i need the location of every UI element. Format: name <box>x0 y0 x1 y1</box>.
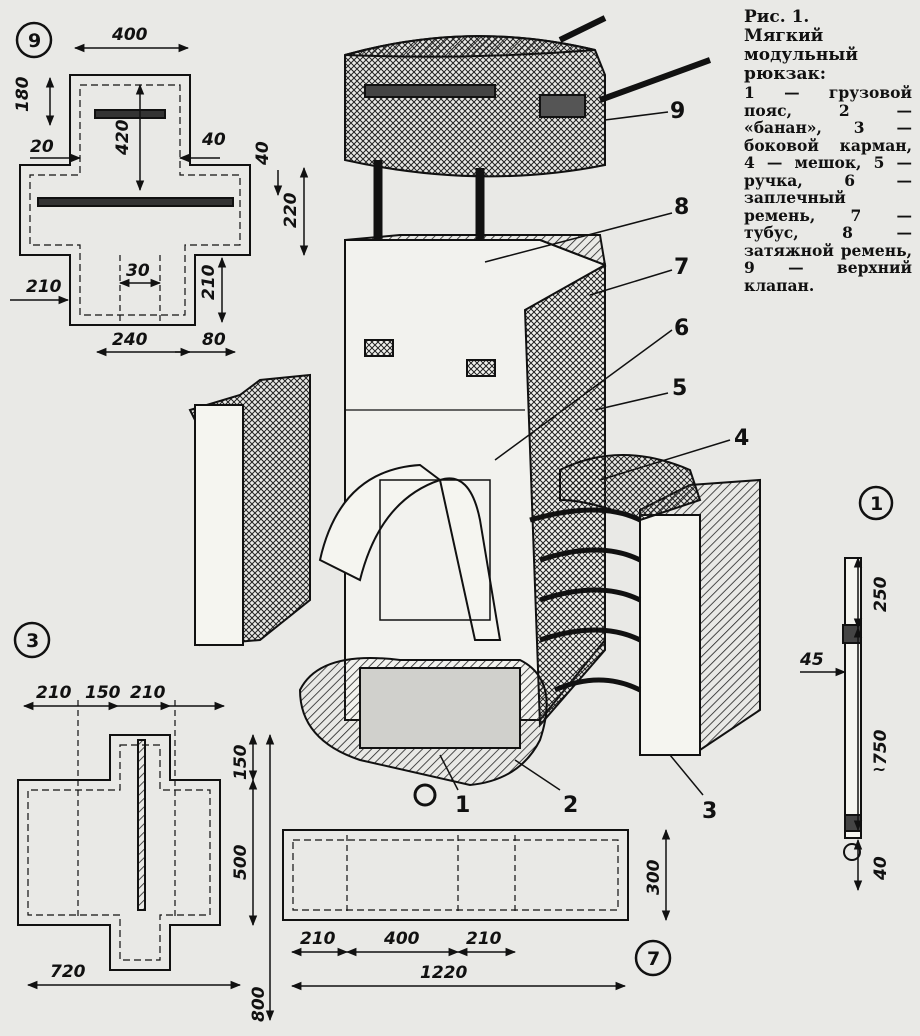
callout-1: 1 <box>455 793 470 818</box>
view-7-dim-center: 400 <box>383 929 420 949</box>
backpack-assembly <box>188 15 761 807</box>
view-3-labels: 3 210 150 210 150 500 720 800 <box>26 630 269 1022</box>
view-3-dim-right: 210 <box>130 683 166 703</box>
view-1-dim-approx: ~ <box>872 760 886 780</box>
callout-8: 8 <box>674 195 689 220</box>
view-1-dim-bottom: 40 <box>871 856 891 881</box>
view-9-labels: 9 400 180 20 420 40 40 220 210 30 210 24… <box>13 25 301 350</box>
view-3-dim-left: 210 <box>36 683 72 703</box>
view-9-dim-right-offset: 40 <box>201 130 226 150</box>
view-3-pocket-pattern <box>13 621 275 1022</box>
callout-7: 7 <box>674 255 689 280</box>
callout-numbers: 1 2 3 4 5 6 7 8 9 <box>455 99 749 824</box>
view-9-dim-side: 40 <box>253 141 273 166</box>
view-1-mark: 1 <box>870 493 883 515</box>
view-7-dim-total: 1220 <box>420 963 467 983</box>
view-3-dim-tab: 150 <box>231 744 251 780</box>
view-3-dim-center: 150 <box>85 683 121 703</box>
view-9-dim-top-height: 180 <box>13 76 33 112</box>
figure-caption: Рис. 1. Мягкий модульный рюкзак: 1 — гру… <box>744 8 912 294</box>
view-7-tube-pattern <box>282 828 672 991</box>
view-9-dim-height: 420 <box>113 119 133 156</box>
view-9-dim-bottom-height: 210 <box>199 264 219 300</box>
callout-9: 9 <box>670 99 685 124</box>
view-3-dim-width: 720 <box>50 962 86 982</box>
view-9-dim-bottom-right: 80 <box>202 330 226 350</box>
callout-3: 3 <box>702 799 717 824</box>
view-9-mark-circle <box>15 21 53 59</box>
view-3-dim-body: 500 <box>231 844 251 880</box>
callout-6: 6 <box>674 316 689 341</box>
view-1-dim-length: 750 <box>871 729 891 765</box>
view-9-mark: 9 <box>28 30 41 52</box>
view-1-dim-width: 45 <box>799 650 824 670</box>
view-3-dim-height: 800 <box>249 986 269 1022</box>
callout-4: 4 <box>734 426 749 451</box>
view-1-belt <box>800 485 894 892</box>
view-7-labels: 7 300 210 400 210 1220 <box>300 859 664 983</box>
callout-2: 2 <box>563 793 578 818</box>
view-9-dim-wing-height: 220 <box>281 192 301 228</box>
view-3-mark: 3 <box>26 630 39 652</box>
view-1-labels: 1 250 45 750 ~ 40 <box>799 493 891 881</box>
callout-5: 5 <box>672 376 687 401</box>
view-7-dim-height: 300 <box>644 859 664 895</box>
view-7-dim-right: 210 <box>466 929 502 949</box>
view-9-flap-pattern <box>10 21 309 357</box>
view-9-dim-left-wing: 210 <box>26 277 62 297</box>
caption-legend: 1 — грузовой пояс, 2 — «банан», 3 — боко… <box>744 83 912 295</box>
caption-title: Мягкий модульный рюкзак: <box>744 26 858 84</box>
view-9-dim-slot: 30 <box>126 261 150 281</box>
view-7-mark: 7 <box>647 948 660 970</box>
view-1-dim-top: 250 <box>871 576 891 612</box>
view-7-dim-left: 210 <box>300 929 336 949</box>
view-9-dim-width: 400 <box>111 25 148 45</box>
view-9-dim-bottom-width: 240 <box>112 330 148 350</box>
view-9-dim-left-offset: 20 <box>30 137 54 157</box>
caption-fig-number: Рис. 1. <box>744 7 810 27</box>
